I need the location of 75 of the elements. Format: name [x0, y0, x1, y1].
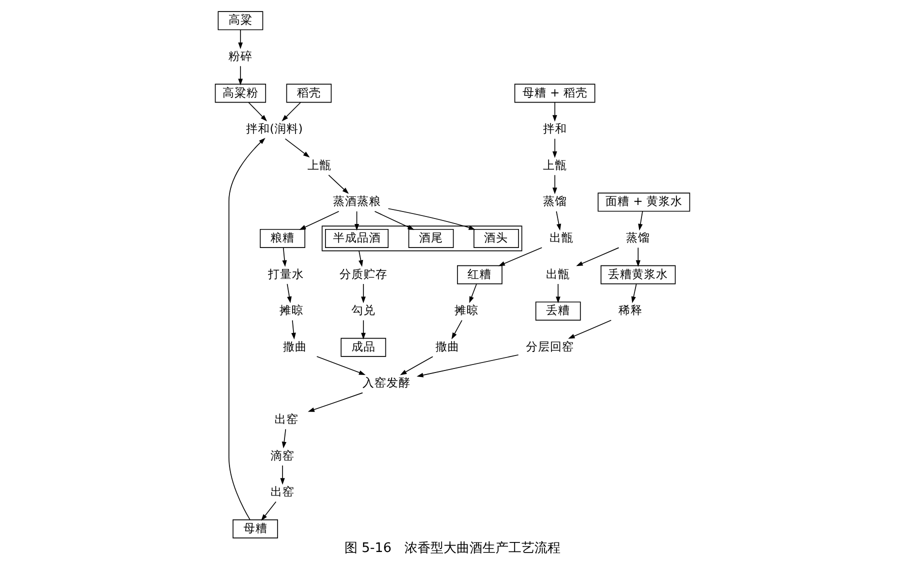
node-text: 撒曲	[282, 339, 307, 354]
node-text: 打量水	[268, 266, 304, 281]
arrow	[576, 247, 620, 266]
arrow	[638, 210, 643, 231]
node-text: 分层回窑	[526, 339, 574, 354]
node-text: 拌和(润料)	[246, 122, 303, 136]
node-box: 成品	[340, 338, 386, 357]
node-text: 出窑	[274, 412, 299, 426]
node-text: 出甑	[546, 266, 570, 281]
arrow	[354, 210, 360, 231]
node-text: 摊晾	[454, 303, 479, 318]
node-box: 丢糟	[535, 302, 581, 321]
arrow	[282, 102, 301, 122]
arrow	[328, 174, 349, 194]
arrow	[316, 356, 366, 375]
arrow	[286, 284, 292, 304]
node-text: 上甑	[308, 158, 332, 172]
node-text: 稀释	[618, 303, 643, 318]
arrow	[308, 392, 363, 412]
node-box: 面糟 + 黄浆水	[598, 192, 690, 212]
arrow	[416, 354, 519, 378]
node-text: 蒸馏	[542, 194, 567, 208]
arrow	[388, 208, 476, 230]
arrow	[282, 428, 286, 448]
arrow	[556, 210, 562, 231]
arrow	[280, 465, 285, 485]
arrow	[282, 247, 287, 267]
arrow	[400, 356, 434, 376]
node-text: 分质贮存	[339, 266, 388, 281]
node-text: 入窑发酵	[362, 376, 410, 390]
node-text: 蒸酒蒸粮	[332, 194, 381, 208]
arrow	[552, 174, 558, 194]
arrow	[248, 102, 268, 122]
arrow	[238, 29, 243, 50]
arrow	[552, 138, 558, 158]
node-text: 拌和	[542, 122, 567, 136]
node-box: 酒尾	[408, 228, 454, 248]
node-box: 丢糟黄浆水	[600, 265, 676, 284]
arrow	[358, 250, 364, 267]
arrow	[361, 320, 366, 340]
node-box: 高粱粉	[214, 84, 266, 103]
node-box: 半成品酒	[325, 228, 389, 248]
node-box: 酒头	[474, 228, 519, 248]
node-box: 红糟	[457, 265, 502, 284]
arrow	[452, 320, 462, 340]
arrow	[568, 320, 612, 339]
node-text: 粉碎	[228, 49, 252, 64]
arrow	[284, 138, 310, 158]
arrow	[556, 284, 560, 304]
arrow	[636, 247, 640, 267]
arrow	[299, 210, 340, 230]
node-box: 母糟	[232, 519, 278, 538]
arrow	[291, 320, 296, 340]
node-text: 上甑	[542, 158, 567, 172]
arrow	[261, 501, 276, 521]
node-box: 高粱	[218, 11, 264, 30]
node-text: 蒸馏	[626, 230, 650, 245]
arrow	[228, 138, 266, 520]
node-text: 勾兑	[351, 303, 376, 318]
node-text: 出甑	[549, 230, 574, 245]
node-text: 滴窑	[270, 448, 295, 462]
arrow	[238, 66, 243, 86]
node-box: 稻壳	[286, 84, 332, 103]
node-box: 母糟 + 稻壳	[514, 84, 596, 103]
arrow	[498, 247, 542, 266]
arrow	[361, 284, 366, 304]
node-text: 撒曲	[436, 339, 460, 354]
node-box: 粮糟	[260, 228, 306, 248]
arrow	[469, 284, 477, 304]
caption: 图 5-16 浓香型大曲酒生产工艺流程	[344, 540, 561, 556]
arrow	[631, 284, 637, 304]
arrow	[374, 210, 414, 230]
node-text: 摊晾	[280, 303, 304, 318]
node-text: 出窑	[270, 484, 295, 499]
arrow	[552, 102, 558, 122]
